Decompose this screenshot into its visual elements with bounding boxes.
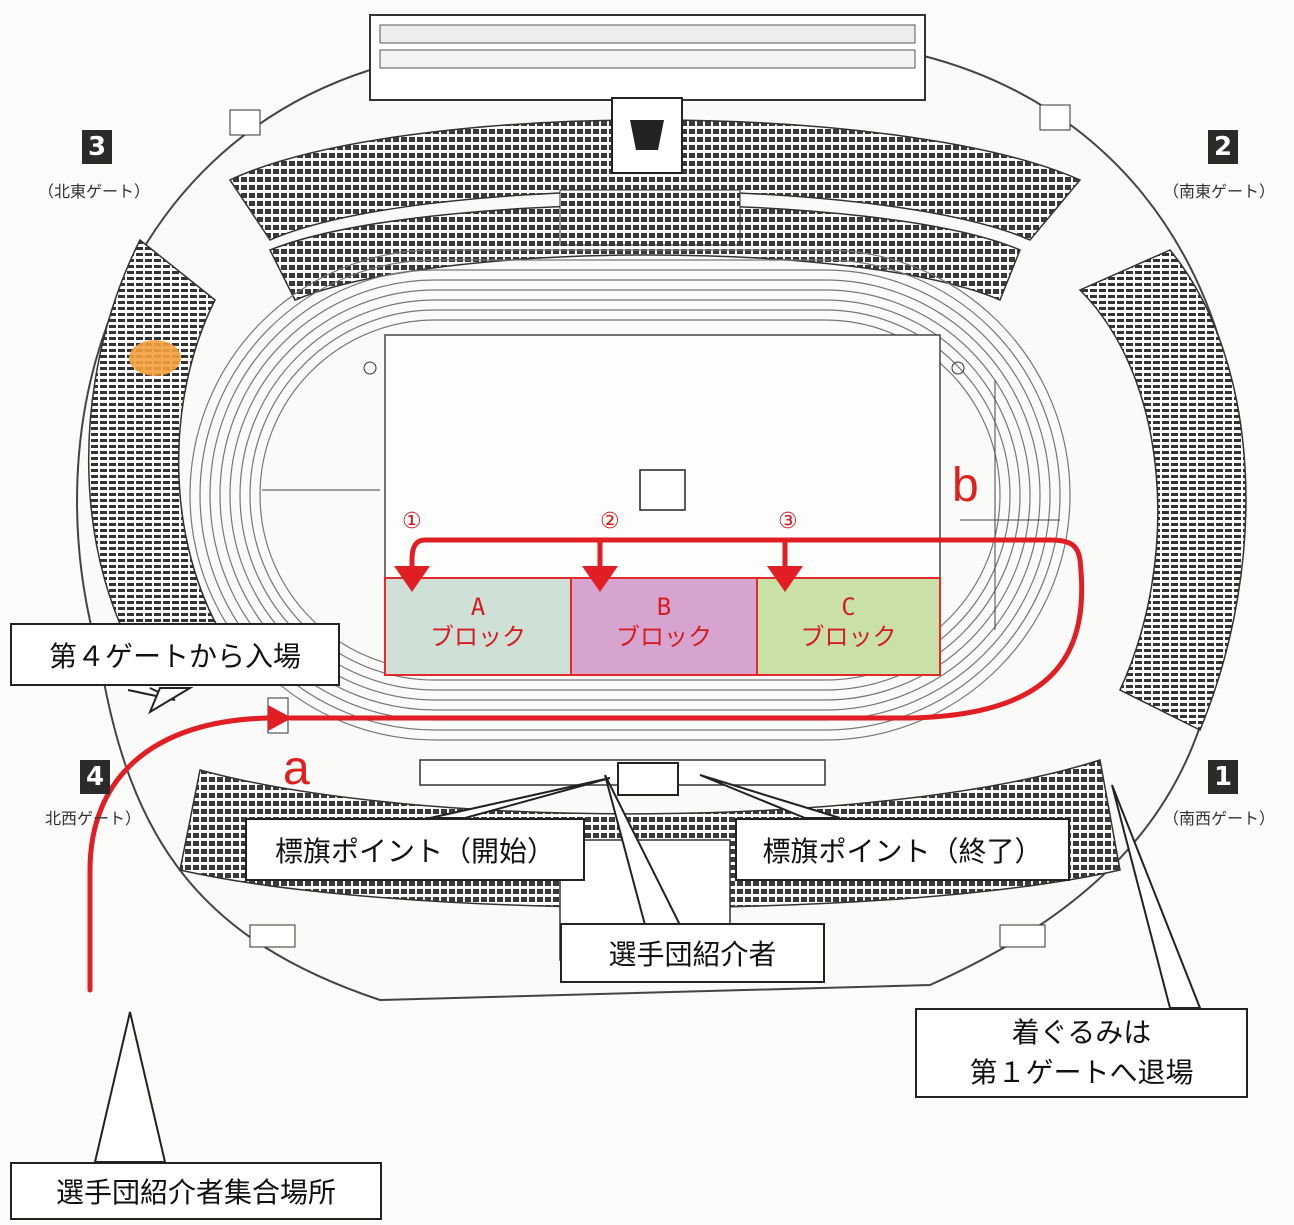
block-c-text: ブロック (800, 623, 897, 651)
route-arrowheads (268, 566, 803, 731)
block-b-label: B ブロック (571, 592, 757, 652)
flag-end-callout: 標旗ポイント（終了） (735, 818, 1070, 881)
gate-2-number: 2 (1208, 130, 1238, 164)
gate-1-number: 1 (1208, 760, 1238, 794)
gate-4-name: 北西ゲート） (45, 809, 142, 828)
east-seats (1078, 249, 1247, 732)
callout-pointers (93, 687, 1202, 1163)
block-b-letter: B (656, 593, 672, 621)
block-a-text: ブロック (430, 623, 526, 651)
order-3-marker: ③ (778, 509, 798, 534)
route-point-a: a (283, 742, 310, 795)
order-2-marker: ② (600, 509, 620, 534)
mascot-exit-callout: 着ぐるみは 第１ゲートへ退場 (915, 1008, 1248, 1098)
mascot-exit-line-1: 着ぐるみは (1011, 1016, 1152, 1049)
order-1-marker: ① (402, 509, 422, 534)
gate-1-name: （南西ゲート） (1163, 809, 1276, 828)
block-b-text: ブロック (616, 623, 712, 651)
introducer-callout: 選手団紹介者 (560, 923, 825, 983)
assembly-callout: 選手団紹介者集合場所 (10, 1162, 382, 1220)
north-seats (228, 119, 1082, 241)
gate-2-name: （南東ゲート） (1163, 182, 1276, 201)
gate-3-number: 3 (82, 130, 112, 164)
route-point-b: b (952, 459, 979, 512)
gate-4-number: 4 (80, 760, 110, 794)
running-track (189, 249, 1071, 741)
block-b-area (570, 577, 758, 676)
west-highlight (129, 340, 181, 376)
mascot-exit-line-2: 第１ゲートへ退場 (969, 1056, 1194, 1089)
block-c-label: C ブロック (757, 592, 940, 652)
gate-3-name: （北東ゲート） (38, 182, 151, 201)
block-c-letter: C (841, 593, 856, 621)
flag-start-callout: 標旗ポイント（開始） (245, 818, 585, 881)
block-a-label: A ブロック (385, 592, 571, 652)
block-a-letter: A (470, 593, 486, 621)
block-c-area (756, 577, 941, 676)
entry-callout: 第４ゲートから入場 (10, 623, 340, 686)
